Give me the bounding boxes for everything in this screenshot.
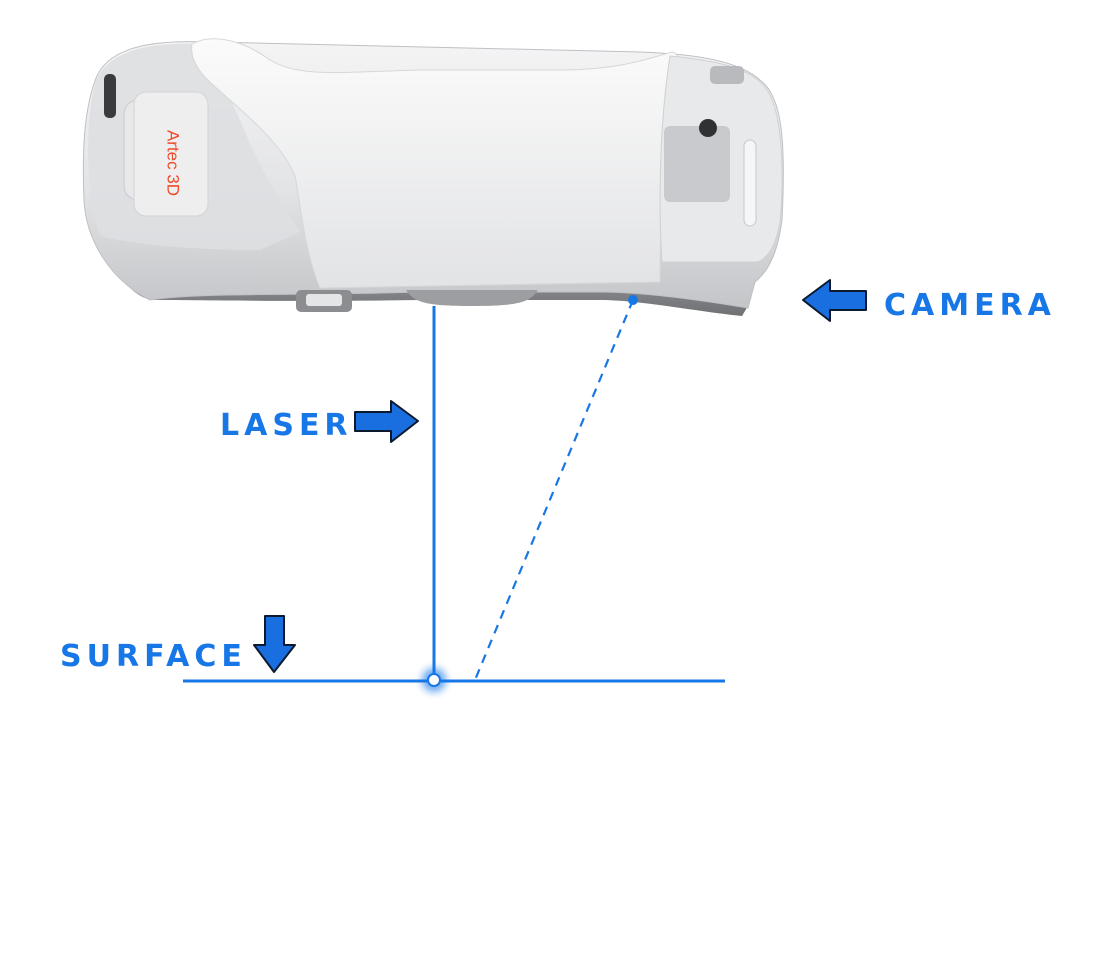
camera-sightline — [473, 299, 635, 681]
scanner-lens-slot — [104, 74, 116, 118]
arrow-right-icon — [354, 400, 419, 443]
logo-badge — [133, 91, 209, 217]
scanner-right-vent-panel — [664, 126, 730, 202]
scanner-underside — [116, 240, 749, 316]
camera-label: CAMERA — [884, 288, 1056, 323]
brand-logo-text: Artec 3D — [164, 130, 183, 196]
scanner-top-button — [710, 66, 744, 84]
brand-logo: Artec 3D — [164, 130, 183, 196]
scanner-right-slot — [743, 139, 757, 227]
arrow-left-icon — [802, 279, 867, 322]
surface-label: SURFACE — [60, 639, 247, 674]
camera-point — [628, 295, 638, 305]
scanner-sensor-dot — [699, 119, 717, 137]
laser-label: LASER — [220, 408, 353, 443]
scanner-bottom-lens — [406, 290, 538, 306]
scanner-device — [82, 38, 784, 316]
laser-spot — [427, 673, 441, 687]
arrow-down-icon — [253, 615, 296, 673]
